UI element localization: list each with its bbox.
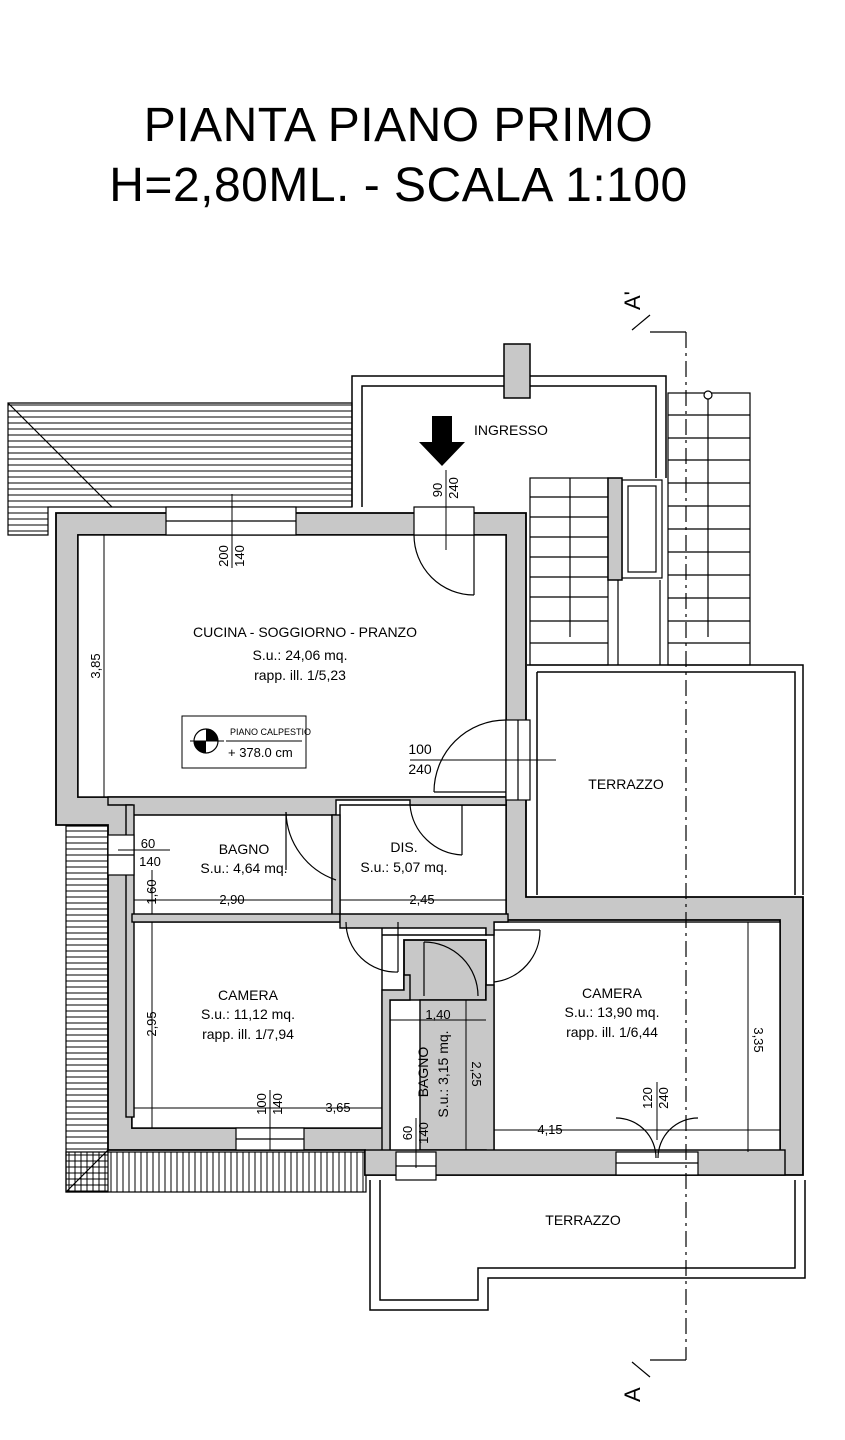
dim-camera1-win-h: 140 [270, 1093, 285, 1115]
bagno2-area: S.u.: 3,15 mq. [435, 1030, 451, 1117]
level-marker: PIANO CALPESTIO + 378.0 cm [181, 715, 311, 769]
camera1-label: CAMERA [218, 987, 279, 1003]
plan-title: PIANTA PIANO PRIMO [143, 99, 654, 152]
dim-camera2-door-h: 240 [656, 1087, 671, 1109]
roof-left [65, 825, 109, 1193]
cucina-label: CUCINA - SOGGIORNO - PRANZO [193, 624, 417, 640]
dim-kitchen-door-w: 100 [408, 741, 432, 757]
dis-label: DIS. [390, 839, 417, 855]
section-line [631, 314, 687, 1378]
dis-area: S.u.: 5,07 mq. [360, 859, 447, 875]
level-label: PIANO CALPESTIO [230, 727, 311, 737]
section-mark-bottom: A [620, 1387, 645, 1402]
dim-dis-width: 2,45 [409, 892, 434, 907]
plan-subtitle: H=2,80ML. - SCALA 1:100 [109, 159, 688, 212]
dim-camera1-win-w: 100 [254, 1093, 269, 1115]
dim-bath2-win-w: 60 [400, 1126, 415, 1140]
dim-camera1-depth: 2,95 [144, 1011, 159, 1036]
door-swings [285, 534, 699, 1159]
dim-entry-door-h: 240 [446, 477, 461, 499]
dim-camera1-width: 3,65 [325, 1100, 350, 1115]
stair-wall [607, 477, 623, 581]
terrazzo2-label: TERRAZZO [545, 1212, 621, 1228]
bagno1-area: S.u.: 4,64 mq. [200, 860, 287, 876]
cucina-area: S.u.: 24,06 mq. [253, 647, 348, 663]
dim-bath-window-w: 60 [141, 836, 155, 851]
dim-camera2-door-w: 120 [640, 1087, 655, 1109]
interior-walls [107, 796, 786, 1176]
cucina-ratio: rapp. ill. 1/5,23 [254, 667, 346, 683]
camera1-ratio: rapp. ill. 1/7,94 [202, 1026, 294, 1042]
dim-camera2-depth: 3,35 [751, 1027, 766, 1052]
dimension-lines [103, 470, 780, 1168]
staircase [529, 390, 751, 666]
terrace-bottom [369, 1180, 806, 1311]
entrance-arrow [419, 416, 465, 466]
dim-camera2-width: 4,15 [537, 1122, 562, 1137]
dim-bath-width: 2,90 [219, 892, 244, 907]
dim-bath2-win-h: 140 [416, 1122, 431, 1144]
dim-bath-depth: 1,60 [144, 879, 159, 904]
ingresso-label: INGRESSO [474, 422, 548, 438]
terrazzo1-label: TERRAZZO [588, 776, 664, 792]
chimney [503, 343, 531, 399]
dim-bath2-width: 1,40 [425, 1007, 450, 1022]
terrace-right [527, 664, 804, 895]
level-value: + 378.0 cm [228, 745, 293, 760]
dim-entry-door-w: 90 [430, 483, 445, 497]
dim-window-top-h: 140 [232, 545, 247, 567]
bagno2-label: BAGNO [415, 1047, 431, 1098]
bagno1-label: BAGNO [219, 841, 270, 857]
dim-bath-window-h: 140 [139, 854, 161, 869]
dim-kitchen-door-h: 240 [408, 761, 432, 777]
camera2-area: S.u.: 13,90 mq. [565, 1004, 660, 1020]
section-mark-top: A' [620, 291, 645, 310]
dim-bath2-depth: 2,25 [469, 1061, 484, 1086]
roof-bottom [65, 1151, 367, 1193]
camera2-label: CAMERA [582, 985, 643, 1001]
dim-kitchen-height: 3,85 [88, 653, 103, 678]
camera1-area: S.u.: 11,12 mq. [201, 1006, 295, 1022]
camera2-ratio: rapp. ill. 1/6,44 [566, 1024, 658, 1040]
dim-window-top-w: 200 [216, 545, 231, 567]
